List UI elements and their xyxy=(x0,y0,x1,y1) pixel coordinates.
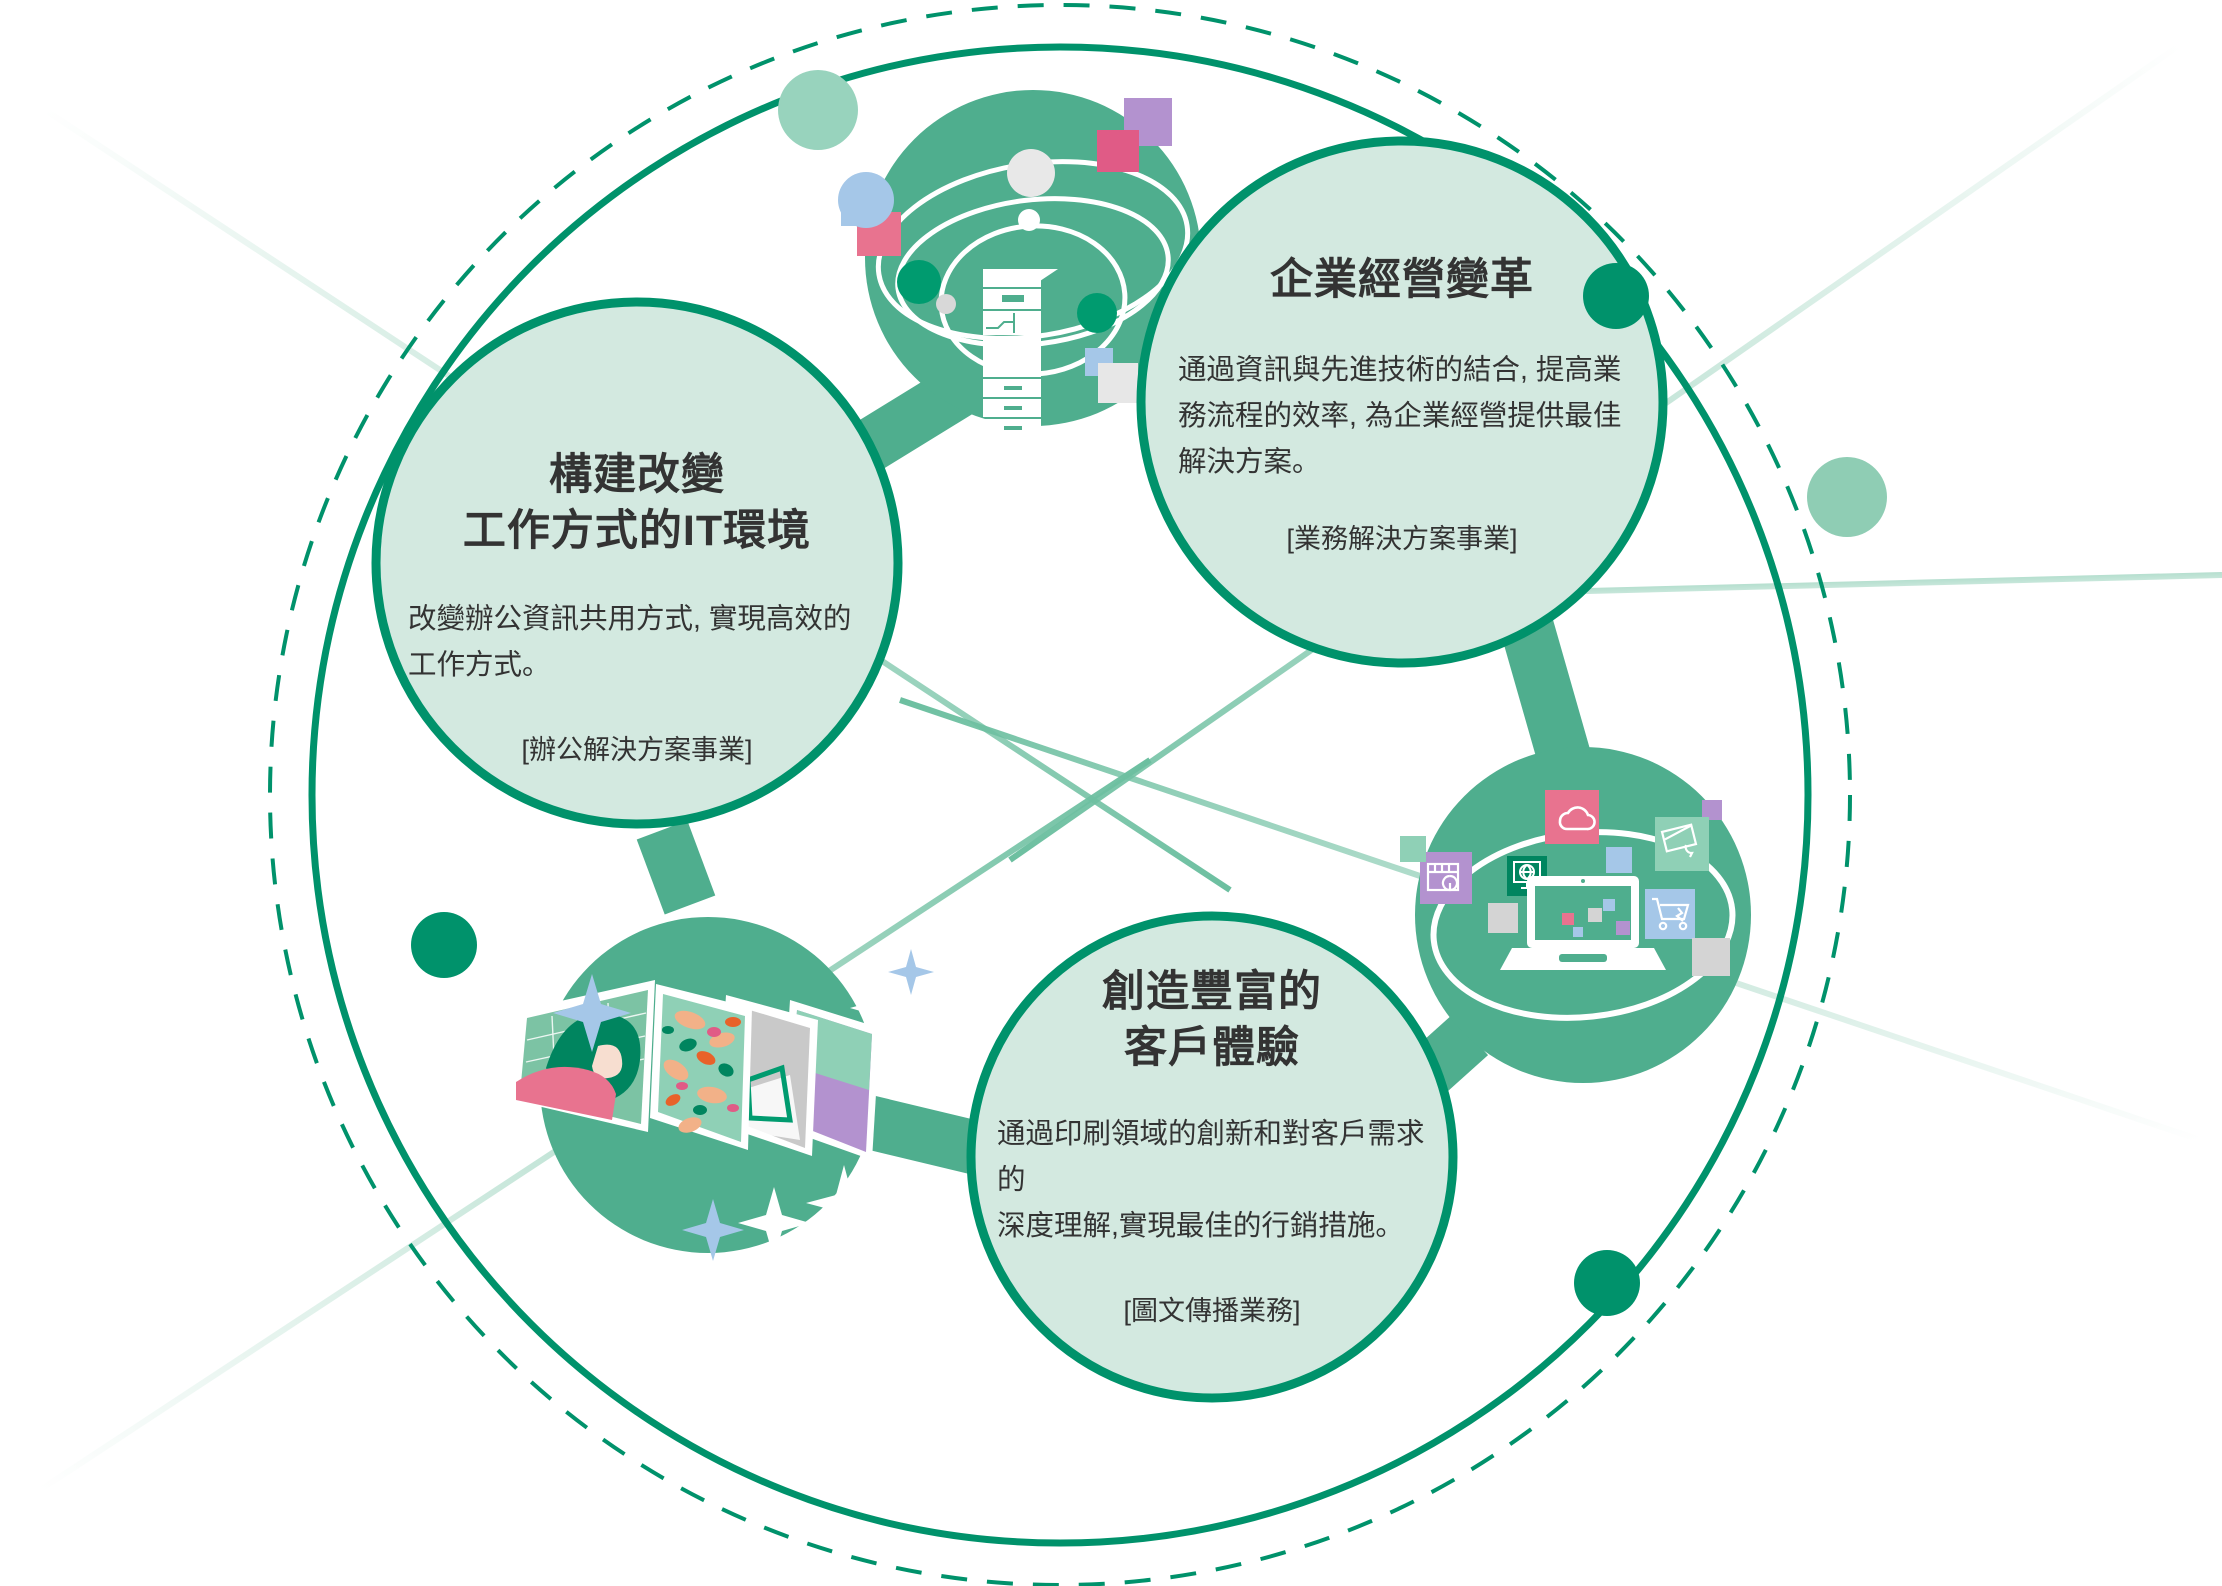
printer-dot-white-lg xyxy=(1007,149,1055,197)
digital-tile-cloud xyxy=(1545,790,1599,844)
storefront-pin-icon xyxy=(1426,862,1460,892)
digital-tile-mint-sm xyxy=(1400,836,1426,862)
card-circle-business[interactable] xyxy=(1136,136,1668,668)
printer-dot-white-sm xyxy=(1018,209,1040,231)
printer-square-rose xyxy=(1097,130,1139,172)
shopping-cart-icon xyxy=(1652,897,1690,931)
dark-dot-bottom-right-icon xyxy=(1574,1250,1640,1316)
cloud-icon xyxy=(1558,806,1596,831)
dark-dot-top-right-icon xyxy=(1583,263,1649,329)
photo-stack xyxy=(512,980,880,1160)
digital-tile-grey-sm xyxy=(1488,903,1518,933)
connector-business-to-digital xyxy=(1499,612,1591,768)
blue-dot-top-left-icon xyxy=(838,172,894,228)
outer-dashed-ring xyxy=(268,3,1852,1586)
laptop-icon xyxy=(1500,876,1666,970)
outer-solid-ring xyxy=(308,43,1812,1547)
printer-dot-green-l xyxy=(897,260,941,304)
printer-circle-bg xyxy=(865,90,1201,426)
connector-customer-to-photos xyxy=(853,1093,992,1177)
credit-card-icon xyxy=(1660,823,1698,858)
digital-tile-cart xyxy=(1645,889,1695,939)
printer-dot-green-r xyxy=(1077,293,1117,333)
card-circle-customer[interactable] xyxy=(966,911,1458,1403)
sparkles xyxy=(553,949,934,1261)
dark-dot-left-icon xyxy=(411,912,477,978)
printer-icon xyxy=(983,269,1058,445)
card-circle-office[interactable] xyxy=(371,297,903,829)
connector-photos-to-office xyxy=(636,820,716,915)
pale-dot-right-icon xyxy=(1807,457,1887,537)
printer-dot-grey xyxy=(936,294,956,314)
digital-tile-purple-sm xyxy=(1702,800,1722,820)
digital-tile-grey-br xyxy=(1692,938,1730,976)
digital-tile-blue-sm xyxy=(1606,847,1632,873)
printer-square-grey-r xyxy=(1098,363,1138,403)
pale-dot-top-left-icon xyxy=(778,70,858,150)
